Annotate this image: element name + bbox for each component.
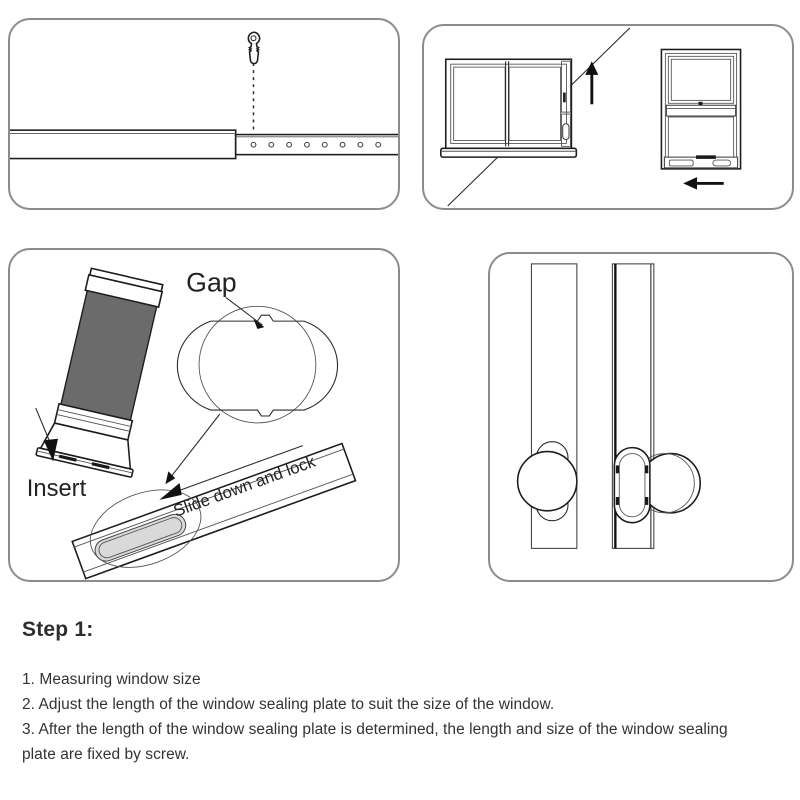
- detail-connector-head: [165, 471, 176, 485]
- gap-pointer-head: [253, 319, 265, 330]
- strip-with-knob: [516, 263, 578, 549]
- gap-pointer-line: [225, 296, 263, 326]
- panel-plate-strips: [488, 252, 794, 582]
- steps-section: Step 1: 1. Measuring window size 2. Adju…: [22, 618, 782, 768]
- step-line-2: 2. Adjust the length of the window seali…: [22, 696, 555, 714]
- slotted-lock-plate: [71, 442, 357, 580]
- slot-highlight-ellipse: [89, 489, 202, 568]
- panel-insert-lock: Insert Gap: [8, 248, 400, 582]
- step-line-4: plate are fixed by screw.: [22, 746, 190, 764]
- window-types-drawing: [440, 27, 742, 207]
- step-line-3: 3. After the length of the window sealin…: [22, 721, 728, 739]
- oval-slot: [613, 446, 651, 524]
- detail-connector-line: [167, 413, 221, 481]
- arrow-insert-icon: [35, 407, 59, 462]
- panel-window-types: [422, 24, 794, 210]
- plate-adjust-drawing: [10, 31, 398, 160]
- arrow-left-icon: [683, 177, 724, 190]
- arrow-up-icon: [585, 61, 599, 105]
- magnified-gap-detail: [176, 305, 338, 424]
- panel-plate-adjust: [8, 18, 400, 210]
- step-title: Step 1:: [22, 618, 94, 641]
- inner-perforated-segment: [234, 133, 398, 156]
- step-line-1: 1. Measuring window size: [22, 671, 201, 689]
- vertical-sash-window: [660, 48, 742, 170]
- plate-strips-drawing: [516, 263, 702, 549]
- label-gap: Gap: [186, 268, 236, 298]
- exhaust-hose-adapter: [35, 267, 164, 478]
- insert-lock-drawing: Insert Gap: [27, 267, 357, 580]
- strip-with-oval-slot: [611, 263, 702, 549]
- plate-holes: [250, 141, 382, 148]
- outer-plate-segment: [10, 129, 237, 160]
- round-knob: [516, 450, 578, 512]
- screw-icon: [247, 31, 261, 65]
- horizontal-sliding-window: [440, 58, 578, 158]
- label-insert: Insert: [27, 476, 87, 502]
